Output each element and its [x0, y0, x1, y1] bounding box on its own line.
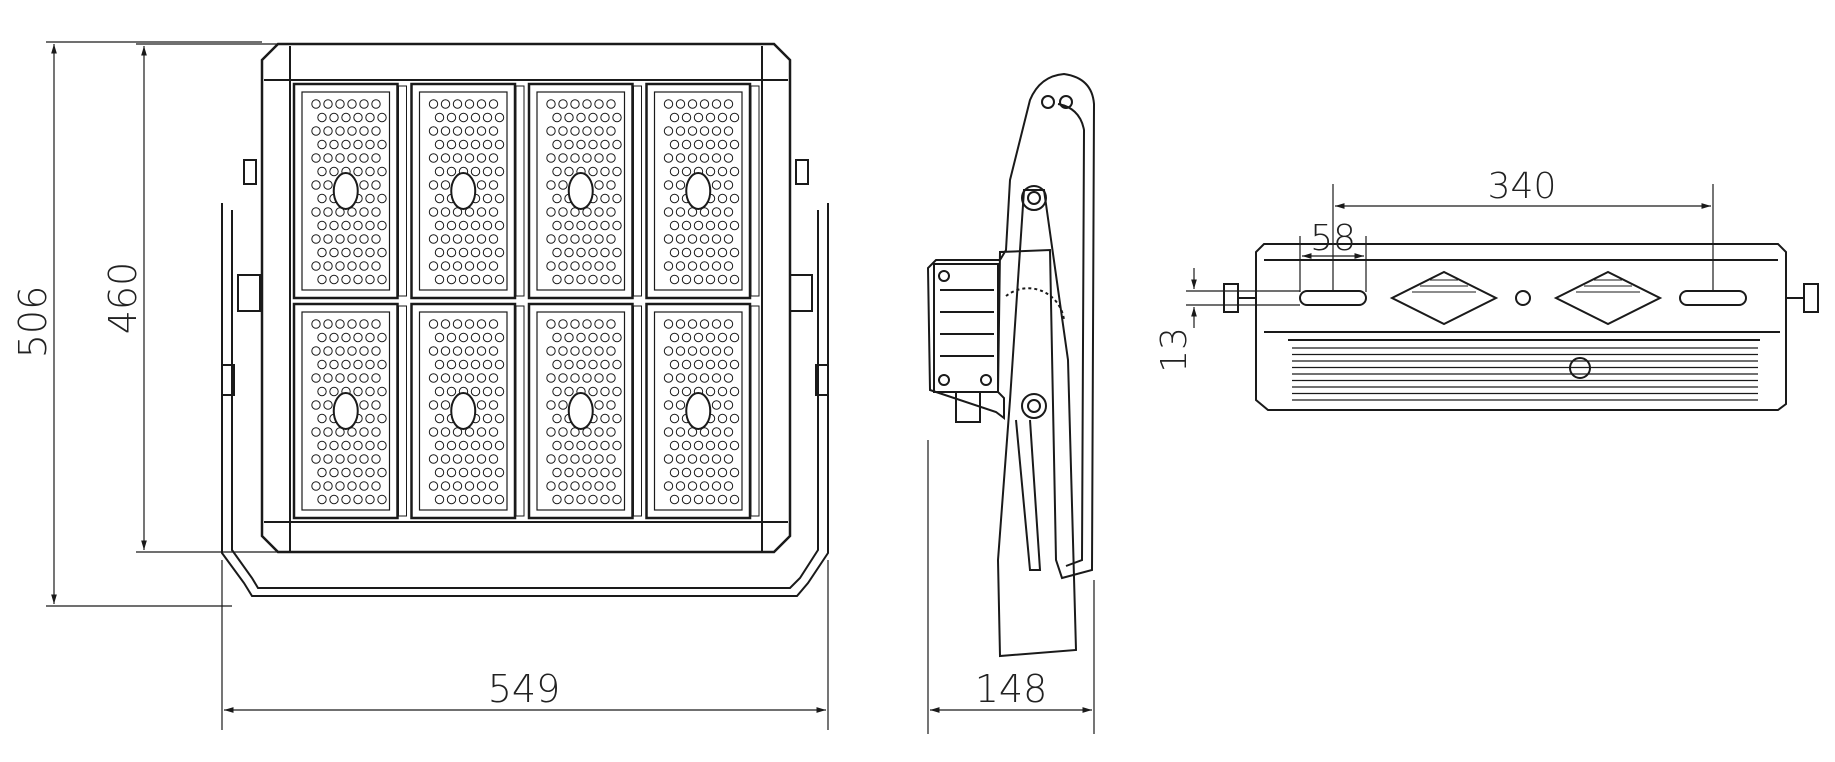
- side-bracket-arm: [996, 189, 1078, 658]
- boss-left: [1389, 270, 1499, 326]
- side-dimensions: [927, 440, 1095, 734]
- side-cable-gland: [955, 391, 981, 423]
- led-module: [410, 302, 525, 520]
- dim-label-506: 506: [11, 286, 55, 359]
- dim-label-148: 148: [975, 667, 1048, 711]
- led-module-grid: [292, 82, 760, 520]
- led-module: [527, 82, 642, 300]
- housing-outline: [260, 42, 792, 554]
- top-view: [1223, 243, 1819, 411]
- front-view: [221, 42, 829, 597]
- dim-label-340: 340: [1488, 166, 1557, 207]
- bracket-pivot-right: [789, 274, 813, 312]
- top-housing: [1255, 243, 1787, 411]
- mounting-slot-left: [1299, 290, 1367, 306]
- led-module: [292, 82, 407, 300]
- top-dimensions: [1186, 184, 1714, 328]
- side-housing: [926, 72, 1096, 580]
- center-hole: [1515, 290, 1531, 306]
- top-mount-right: [1803, 283, 1819, 313]
- dim-label-13: 13: [1154, 327, 1195, 373]
- top-mount-left: [1223, 283, 1239, 313]
- mounting-bracket: [221, 203, 829, 597]
- mounting-slot-right: [1679, 290, 1747, 306]
- led-module: [410, 82, 525, 300]
- side-driver-box: [933, 263, 999, 393]
- bracket-pivot-left: [237, 274, 261, 312]
- front-dimensions: [46, 41, 829, 730]
- dim-label-460: 460: [101, 262, 145, 335]
- led-module: [645, 302, 760, 520]
- dim-label-58: 58: [1310, 218, 1356, 259]
- dim-label-549: 549: [488, 667, 561, 711]
- led-module: [292, 302, 407, 520]
- led-module: [527, 302, 642, 520]
- side-view: [926, 72, 1096, 658]
- heatsink-fins: [1292, 347, 1758, 401]
- boss-right: [1553, 270, 1663, 326]
- side-angle-scale: [1005, 287, 1065, 321]
- top-gland: [1569, 357, 1591, 379]
- led-module: [645, 82, 760, 300]
